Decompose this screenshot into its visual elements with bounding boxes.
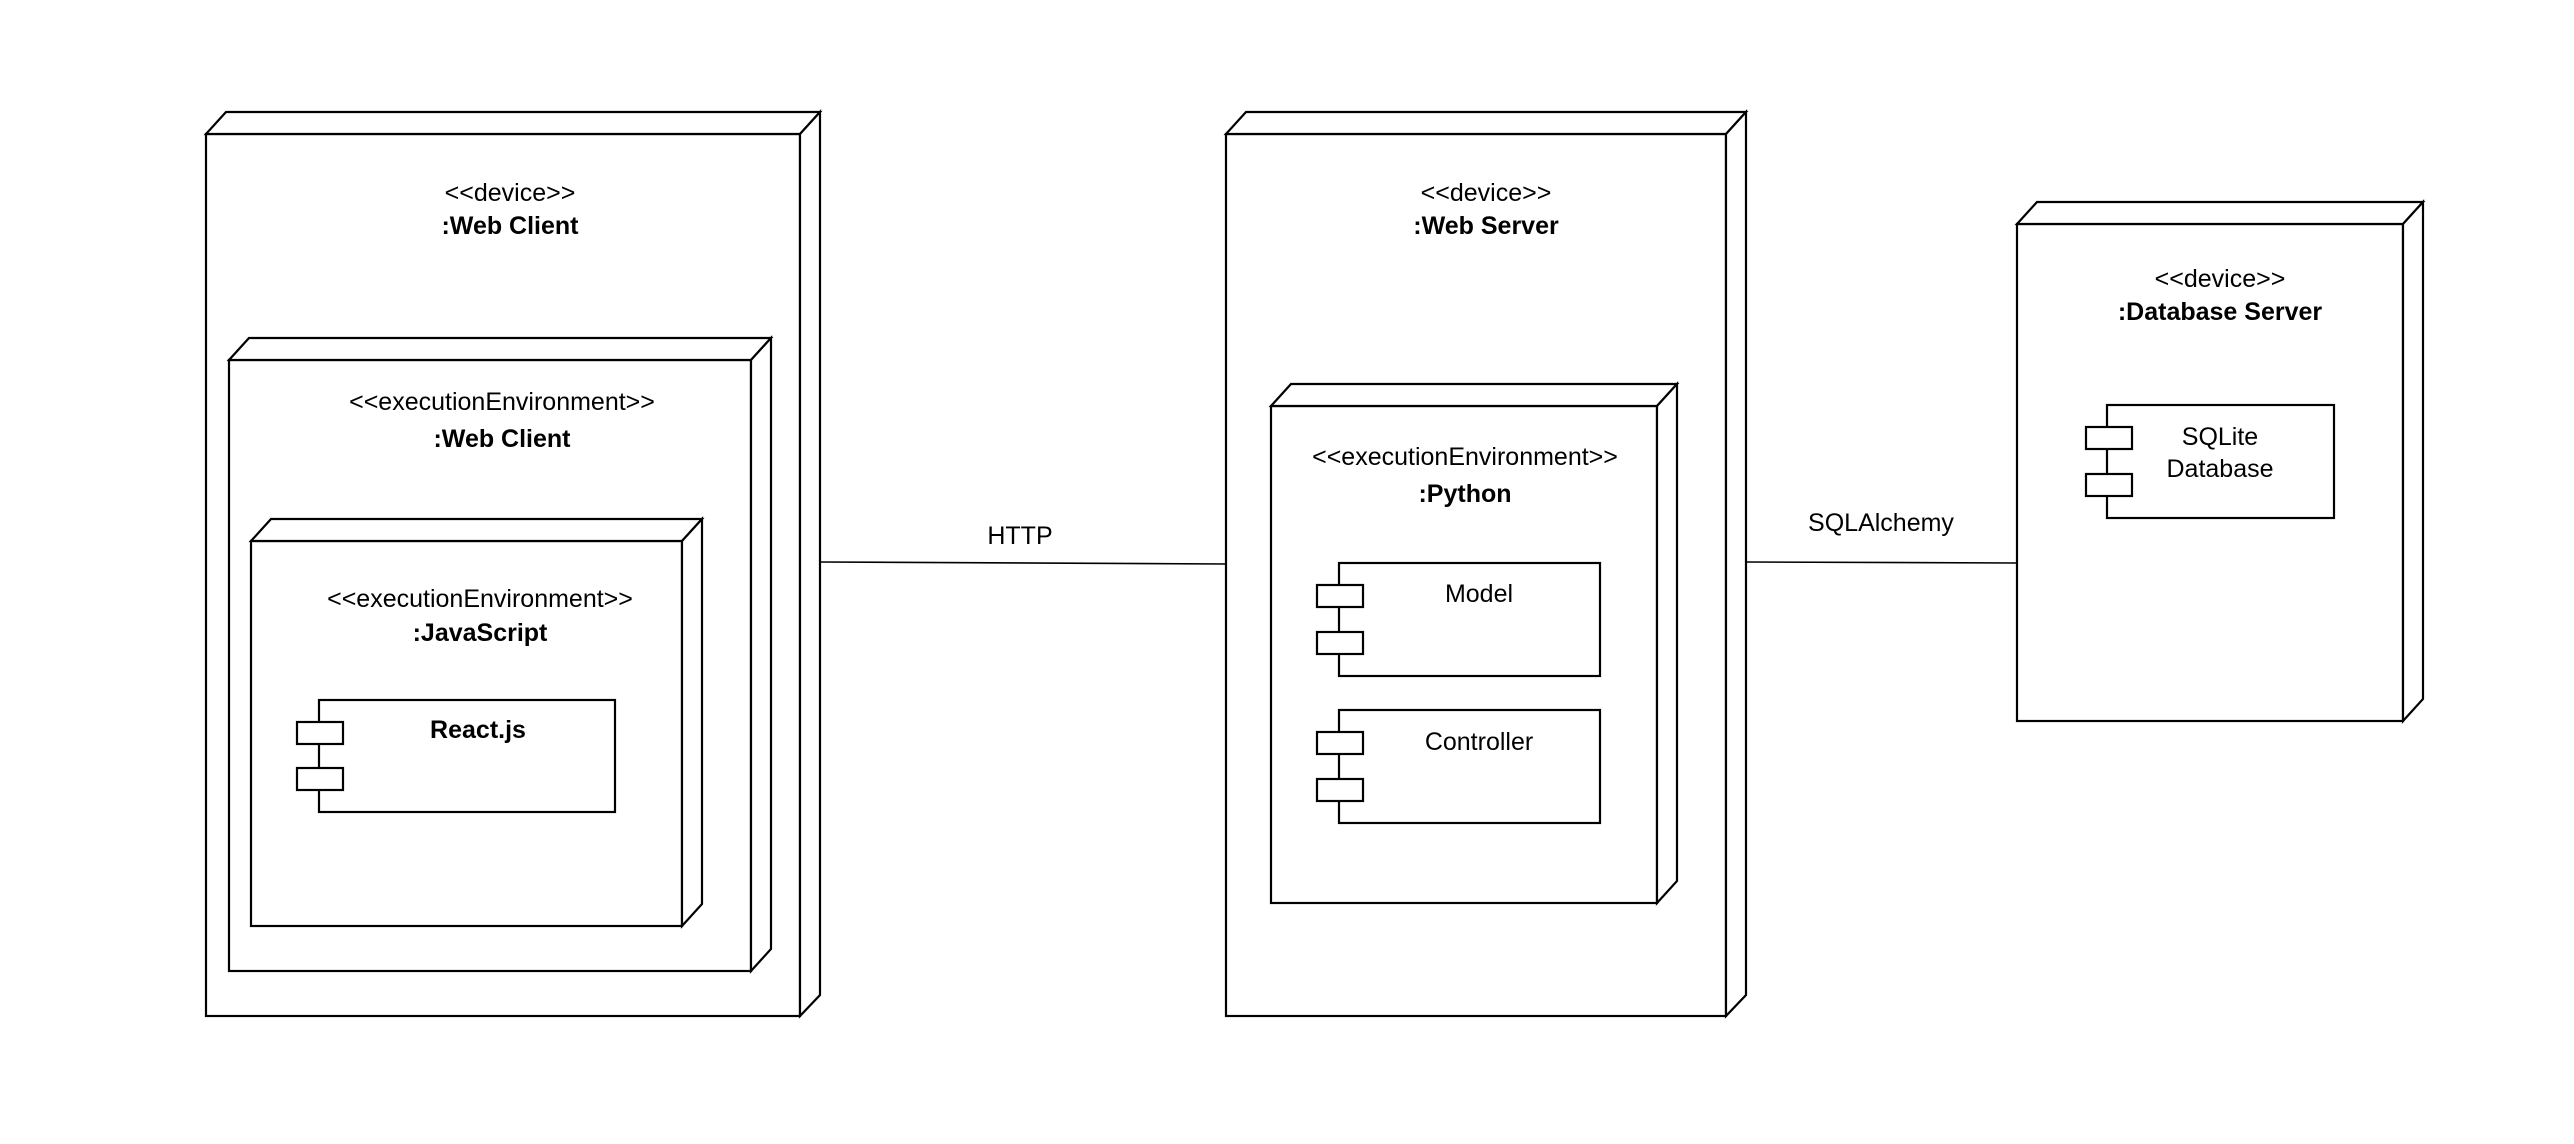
component-port-icon: [2084, 472, 2134, 498]
node-stereotype: <<executionEnvironment>>: [1312, 443, 1618, 471]
node-stereotype: <<executionEnvironment>>: [349, 388, 655, 416]
component-model[interactable]: Model: [1315, 561, 1602, 678]
connection-http[interactable]: HTTP: [819, 522, 1227, 565]
node-name: :JavaScript: [413, 619, 548, 647]
component-label-line-1: SQLite: [2182, 423, 2258, 451]
node-database-server-device[interactable]: <<device>> :Database Server: [2014, 199, 2426, 724]
component-port-icon: [1315, 777, 1365, 803]
node-name: :Python: [1418, 480, 1511, 508]
node-stereotype: <<device>>: [445, 179, 576, 207]
node-stereotype: <<device>>: [2155, 265, 2286, 293]
component-port-icon: [1315, 583, 1365, 609]
component-port-icon: [295, 720, 345, 746]
connection-label: HTTP: [987, 522, 1052, 550]
node-name: :Database Server: [2118, 298, 2323, 326]
component-label: Controller: [1425, 728, 1533, 756]
component-label-line-2: Database: [2166, 455, 2273, 483]
component-port-icon: [1315, 630, 1365, 656]
component-port-icon: [1315, 730, 1365, 756]
component-label: Model: [1445, 580, 1513, 608]
component-label: React.js: [430, 716, 526, 744]
component-port-icon: [295, 766, 345, 792]
connection-label: SQLAlchemy: [1808, 509, 1954, 537]
component-controller[interactable]: Controller: [1315, 708, 1602, 825]
connection-sqlalchemy[interactable]: SQLAlchemy: [1745, 509, 2018, 564]
node-stereotype: <<executionEnvironment>>: [327, 585, 633, 613]
node-name: :Web Server: [1413, 212, 1559, 240]
component-port-icon: [2084, 425, 2134, 451]
node-stereotype: <<device>>: [1421, 179, 1552, 207]
node-name: :Web Client: [441, 212, 579, 240]
node-name: :Web Client: [433, 425, 571, 453]
component-reactjs[interactable]: React.js: [295, 698, 617, 814]
component-sqlite-database[interactable]: SQLite Database: [2084, 403, 2336, 520]
